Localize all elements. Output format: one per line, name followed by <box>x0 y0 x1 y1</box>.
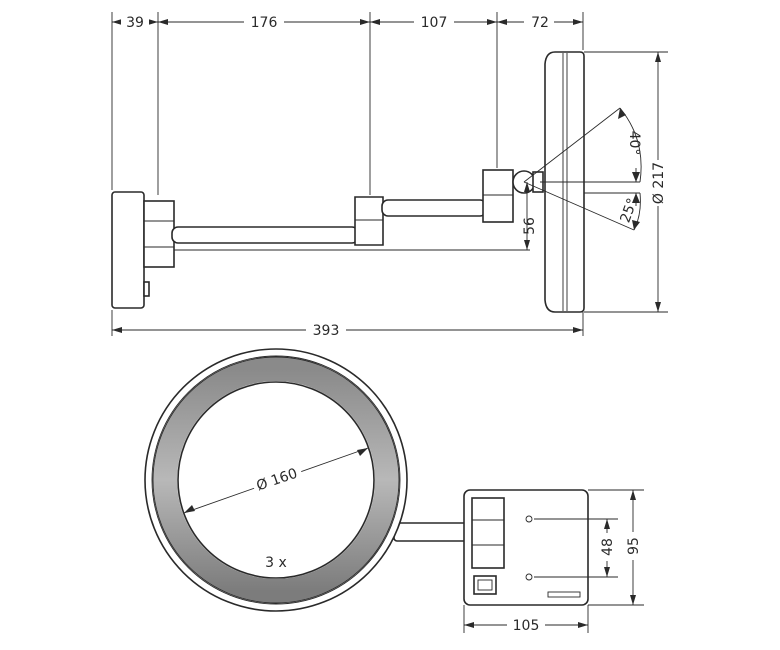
screw-bottom <box>525 573 533 581</box>
light-switch[interactable] <box>473 575 497 595</box>
dim-56-line <box>524 182 530 250</box>
wall-plate-switch <box>143 281 150 297</box>
box-joint <box>471 497 505 569</box>
top-extension-lines <box>111 12 584 336</box>
front-arm <box>393 522 473 542</box>
dim-72: 72 <box>531 15 549 31</box>
mirror-joint <box>482 169 514 223</box>
dim-105: 105 <box>513 618 540 634</box>
dim-105-line <box>463 605 589 633</box>
side-view: 39 176 107 72 393 <box>111 12 668 339</box>
dim-39: 39 <box>126 15 144 31</box>
top-dimension-line <box>112 14 583 30</box>
arm-long <box>171 226 359 244</box>
dim-48-line <box>600 519 614 577</box>
dim-160-line <box>183 447 369 514</box>
dim-56: 56 <box>522 217 538 235</box>
brand-plate <box>547 591 581 598</box>
angle-25: 25° <box>617 196 641 225</box>
dim-393: 393 <box>313 323 340 339</box>
dim-217: Ø 217 <box>651 162 667 204</box>
dim-107: 107 <box>421 15 448 31</box>
screw-top <box>525 515 533 523</box>
wall-plate <box>111 191 145 309</box>
angle-40: 40° <box>626 131 642 156</box>
magnification-label: 3 x <box>265 555 287 571</box>
dim-176: 176 <box>251 15 278 31</box>
dim-217-line <box>584 51 668 313</box>
middle-joint <box>354 196 384 246</box>
tilt-angle-lines <box>523 107 640 231</box>
arm-short <box>381 199 487 217</box>
front-view: Ø 160 3 x 48 <box>144 348 644 634</box>
dim-48: 48 <box>600 538 616 556</box>
wall-joint <box>143 200 175 268</box>
light-ring <box>153 357 399 603</box>
dim-95-line <box>588 489 644 606</box>
overall-dimension-line <box>112 322 583 338</box>
dim-95: 95 <box>626 537 642 555</box>
